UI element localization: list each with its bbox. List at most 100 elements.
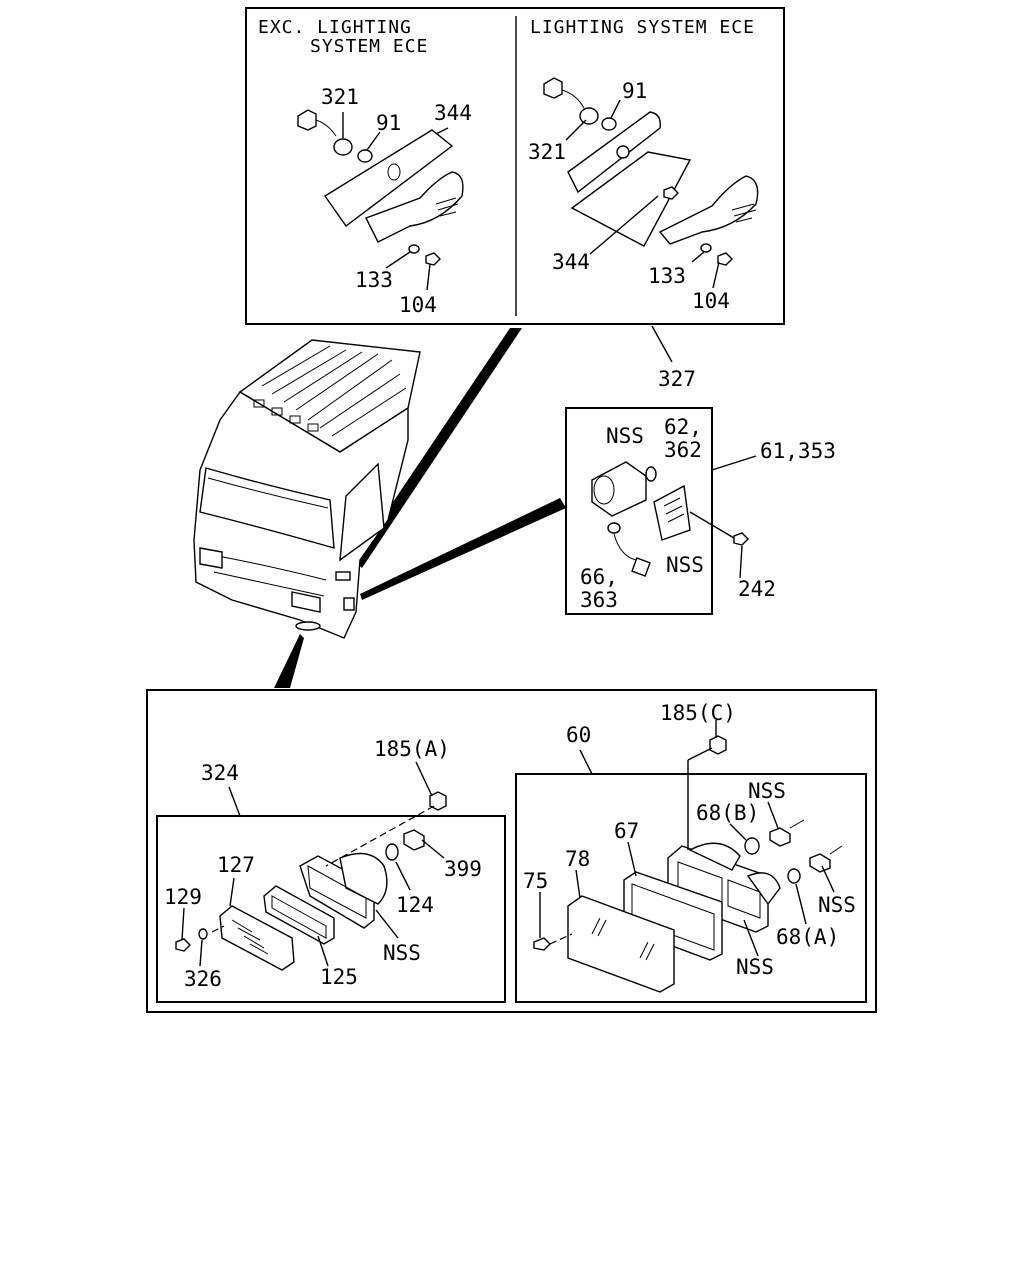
socket-wire-left <box>315 119 337 137</box>
leader-61-353 <box>711 455 757 471</box>
leader-185a <box>415 761 433 797</box>
side-lamp-lens <box>653 484 691 541</box>
bulb-68b <box>744 837 760 855</box>
label-68a: 68(A) <box>776 925 839 949</box>
cab-headlight-left <box>199 547 223 569</box>
leader-104-right <box>712 261 720 289</box>
socket-321-left <box>297 109 317 131</box>
gasket-125-inner <box>271 895 327 939</box>
socket-upper-wire <box>789 819 805 829</box>
lamp-lens-lines-right <box>731 203 757 223</box>
leader-nss-left <box>375 909 399 939</box>
leader-78 <box>575 869 581 899</box>
ece-side-lamp-assembly <box>543 77 759 289</box>
leader-104-left <box>426 263 431 291</box>
bulb-91-left <box>357 149 373 163</box>
label-104-right: 104 <box>692 289 730 313</box>
gasket-hole-left <box>387 163 401 181</box>
leader-321-right <box>565 119 587 141</box>
screw-104-right <box>717 252 733 266</box>
lamp-housing-nss-left <box>299 855 375 929</box>
bottom-panel: 324 185(A) 127 129 326 125 124 399 NSS <box>146 689 877 1013</box>
leader-nss-upper-right <box>767 801 779 829</box>
socket-nss-upper <box>769 827 791 847</box>
label-91-left: 91 <box>376 111 401 135</box>
clip-185a <box>429 791 447 811</box>
side-lamp-panel-frame <box>565 407 713 615</box>
leader-127 <box>229 877 235 907</box>
leader-nss-housing <box>743 919 759 957</box>
leader-133-right <box>691 251 705 263</box>
label-78: 78 <box>565 847 590 871</box>
truck-cab-illustration <box>193 339 421 639</box>
label-344-left: 344 <box>434 101 472 125</box>
bulb-91-right <box>601 117 617 131</box>
screw-129 <box>175 938 191 952</box>
pointer-to-bottom-panel <box>274 634 304 688</box>
leader-133-left <box>385 251 411 269</box>
label-326: 326 <box>184 967 222 991</box>
leader-91-left <box>366 131 381 151</box>
gasket-344-right <box>570 151 692 247</box>
label-321-left: 321 <box>321 85 359 109</box>
housing-window-right <box>727 879 761 919</box>
bulb-holder-right <box>579 107 599 125</box>
sub-box-60 <box>515 773 867 1003</box>
clip-185c-line-top <box>687 747 713 761</box>
label-104-left: 104 <box>399 293 437 317</box>
cab-bumper-lamp <box>295 621 321 631</box>
leader-124 <box>395 861 411 891</box>
leader-327 <box>651 325 673 363</box>
roof-marker-lamps <box>253 399 319 432</box>
label-129: 129 <box>164 885 202 909</box>
label-67: 67 <box>614 819 639 843</box>
lens-to-screw-line <box>689 511 735 539</box>
label-185c: 185(C) <box>660 701 736 725</box>
label-61-353: 61,353 <box>760 439 836 463</box>
ece-lighting-header: LIGHTING SYSTEM ECE <box>530 17 755 38</box>
leader-60 <box>579 749 593 775</box>
lamp-lens-lines-left <box>435 197 459 217</box>
socket-321-right <box>543 77 563 99</box>
leader-68b <box>729 823 747 841</box>
harness-connector <box>631 557 651 577</box>
leader-324 <box>228 786 241 817</box>
socket-lower-wire <box>829 845 843 855</box>
label-344-right: 344 <box>552 250 590 274</box>
cab-grille <box>213 555 327 597</box>
bulb-68a <box>787 868 801 884</box>
cab-headlight-right <box>291 591 321 613</box>
leader-129 <box>181 907 185 941</box>
bulb-124 <box>385 843 399 861</box>
label-324: 324 <box>201 761 239 785</box>
leader-326 <box>199 939 203 967</box>
combination-lamp-assembly-60 <box>533 720 843 993</box>
label-60: 60 <box>566 723 591 747</box>
socket-wire-right <box>561 89 585 109</box>
side-lamp-screw <box>733 532 749 546</box>
screw-right-upper <box>663 186 679 200</box>
screw-75-dash-line <box>549 933 573 945</box>
label-75: 75 <box>523 869 548 893</box>
label-362: 362 <box>664 438 702 462</box>
label-nss-right-upper: NSS <box>748 779 786 803</box>
side-lamp-panel <box>565 407 757 615</box>
housing-reflector-top <box>688 842 741 871</box>
label-68b: 68(B) <box>696 801 759 825</box>
washer-326 <box>198 928 208 940</box>
bulb-holder-left <box>333 138 353 156</box>
label-125: 125 <box>320 965 358 989</box>
clip-185c <box>709 735 727 755</box>
top-panel-frame <box>245 7 785 325</box>
cab-side-marker <box>335 571 351 581</box>
leader-125 <box>317 935 329 967</box>
lens-78 <box>567 895 675 993</box>
lamp-reflector-left <box>339 852 388 905</box>
label-62: 62, <box>664 415 702 439</box>
leader-344-right <box>589 195 659 255</box>
leader-nss-lower-right <box>821 865 835 893</box>
pointer-to-top-panel <box>354 328 522 568</box>
bracket-hole-right <box>616 145 630 159</box>
side-lamp-lens-lines <box>663 497 685 523</box>
label-133-left: 133 <box>355 268 393 292</box>
